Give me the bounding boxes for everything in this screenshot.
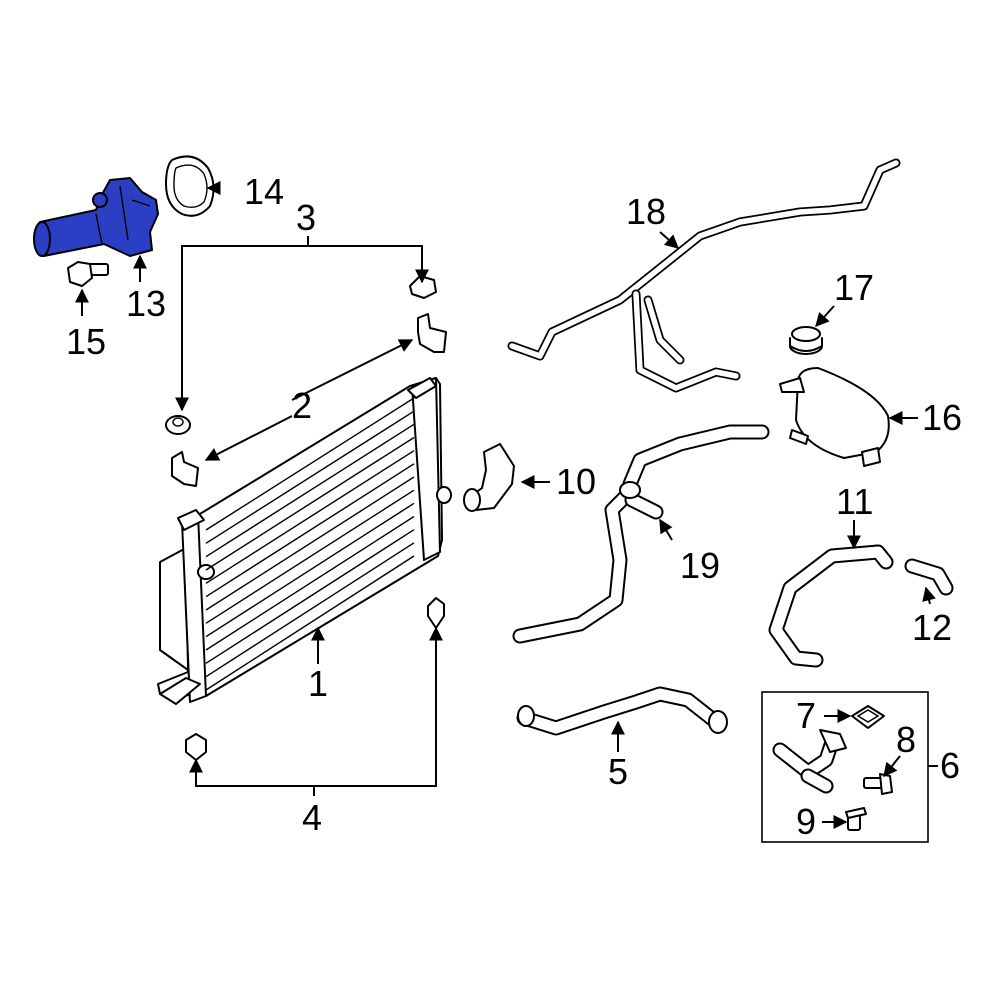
radiator-lower-mount-part-4[interactable] [185, 597, 445, 761]
radiator-fin [205, 397, 415, 531]
callout-17: 17 [834, 267, 874, 308]
callout-11: 11 [836, 481, 873, 522]
gasket-part-7[interactable] [851, 705, 885, 729]
callout-15: 15 [66, 321, 106, 362]
callout-9: 9 [796, 801, 816, 842]
callout-14: 14 [244, 171, 284, 212]
radiator-fin [205, 515, 415, 651]
radiator-fin [205, 463, 415, 598]
callout-13: 13 [126, 283, 166, 324]
callout-3: 3 [296, 197, 316, 238]
bolt-part-9[interactable] [845, 807, 867, 831]
radiator-part-1[interactable] [157, 377, 452, 705]
callout-19: 19 [680, 545, 720, 586]
radiator-fin [205, 529, 415, 664]
radiator-fin [205, 489, 415, 624]
coolant-tube-part-18[interactable] [507, 158, 901, 393]
coolant-hose-part-19[interactable] [512, 424, 770, 644]
lower-radiator-hose-part-5[interactable] [516, 686, 728, 736]
bolt-part-8[interactable] [863, 773, 893, 795]
callout-8: 8 [896, 719, 916, 760]
callout-1: 1 [308, 663, 328, 704]
callout-12: 12 [912, 607, 952, 648]
radiator-fin [205, 502, 415, 638]
leader-lines [75, 181, 938, 829]
callout-2: 2 [292, 385, 312, 426]
hose-elbow-part-10[interactable] [463, 443, 515, 512]
coolant-hose-part-11[interactable] [768, 544, 894, 668]
callout-7: 7 [796, 695, 816, 736]
radiator-fin [205, 542, 415, 678]
coolant-hose-part-12[interactable] [904, 558, 954, 596]
callout-16: 16 [922, 397, 962, 438]
coolant-reservoir-part-16[interactable] [779, 367, 890, 467]
reservoir-cap-part-17[interactable] [789, 326, 823, 355]
radiator-fin [205, 410, 415, 544]
kit-box-part-6 [761, 691, 929, 843]
gasket-part-14[interactable] [165, 155, 215, 217]
callout-5: 5 [608, 751, 628, 792]
radiator-bracket-part-2[interactable] [171, 313, 447, 487]
callout-18: 18 [626, 191, 666, 232]
radiator-fin [205, 436, 415, 571]
callout-10: 10 [556, 461, 596, 502]
callout-4: 4 [302, 797, 322, 838]
radiator-fin [205, 450, 415, 584]
radiator-fin [205, 555, 415, 691]
thermostat-housing-part-13[interactable] [33, 177, 159, 257]
callout-labels: 14 13 15 3 2 1 4 10 18 17 16 19 11 12 5 … [66, 171, 962, 842]
radiator-fin [205, 476, 415, 611]
bolt-part-15[interactable] [67, 261, 109, 287]
callout-6: 6 [940, 745, 960, 786]
radiator-fin [205, 423, 415, 558]
outlet-housing-part-6[interactable] [772, 729, 847, 794]
